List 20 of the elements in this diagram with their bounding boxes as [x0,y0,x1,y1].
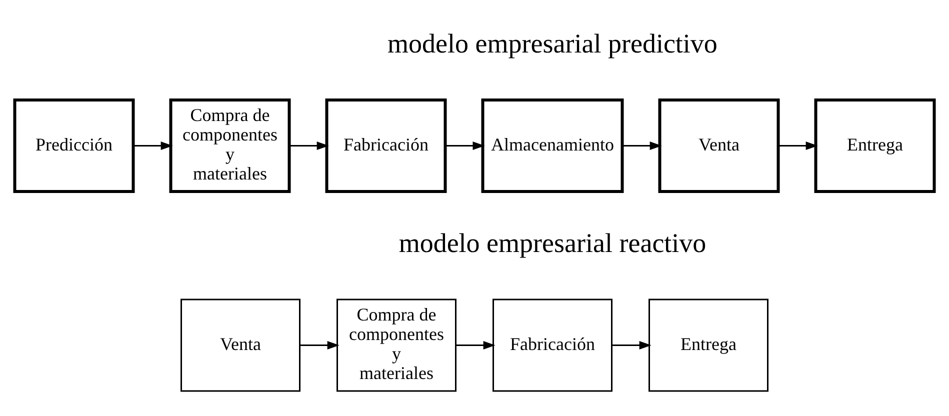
arrow [300,341,340,350]
node-box: Venta [658,98,780,193]
node-box: Venta [180,298,300,392]
node-box: Compra de componentes y materiales [169,98,291,193]
arrow [446,142,485,150]
arrow [622,142,662,150]
arrow [456,341,496,350]
node-box: Almacenamiento [481,98,624,193]
node-box: Predicción [13,98,135,193]
node-box: Compra de componentes y materiales [336,298,456,392]
arrow [612,341,652,350]
arrow [134,142,173,150]
label: modelo empresarial predictivo [388,28,718,59]
node-box: Fabricación [492,298,612,392]
node-box: Entrega [814,98,936,193]
node-box: Entrega [648,298,768,392]
label: modelo empresarial reactivo [398,228,706,258]
arrow [290,142,329,150]
node-box: Fabricación [325,98,447,193]
arrow [778,142,818,150]
